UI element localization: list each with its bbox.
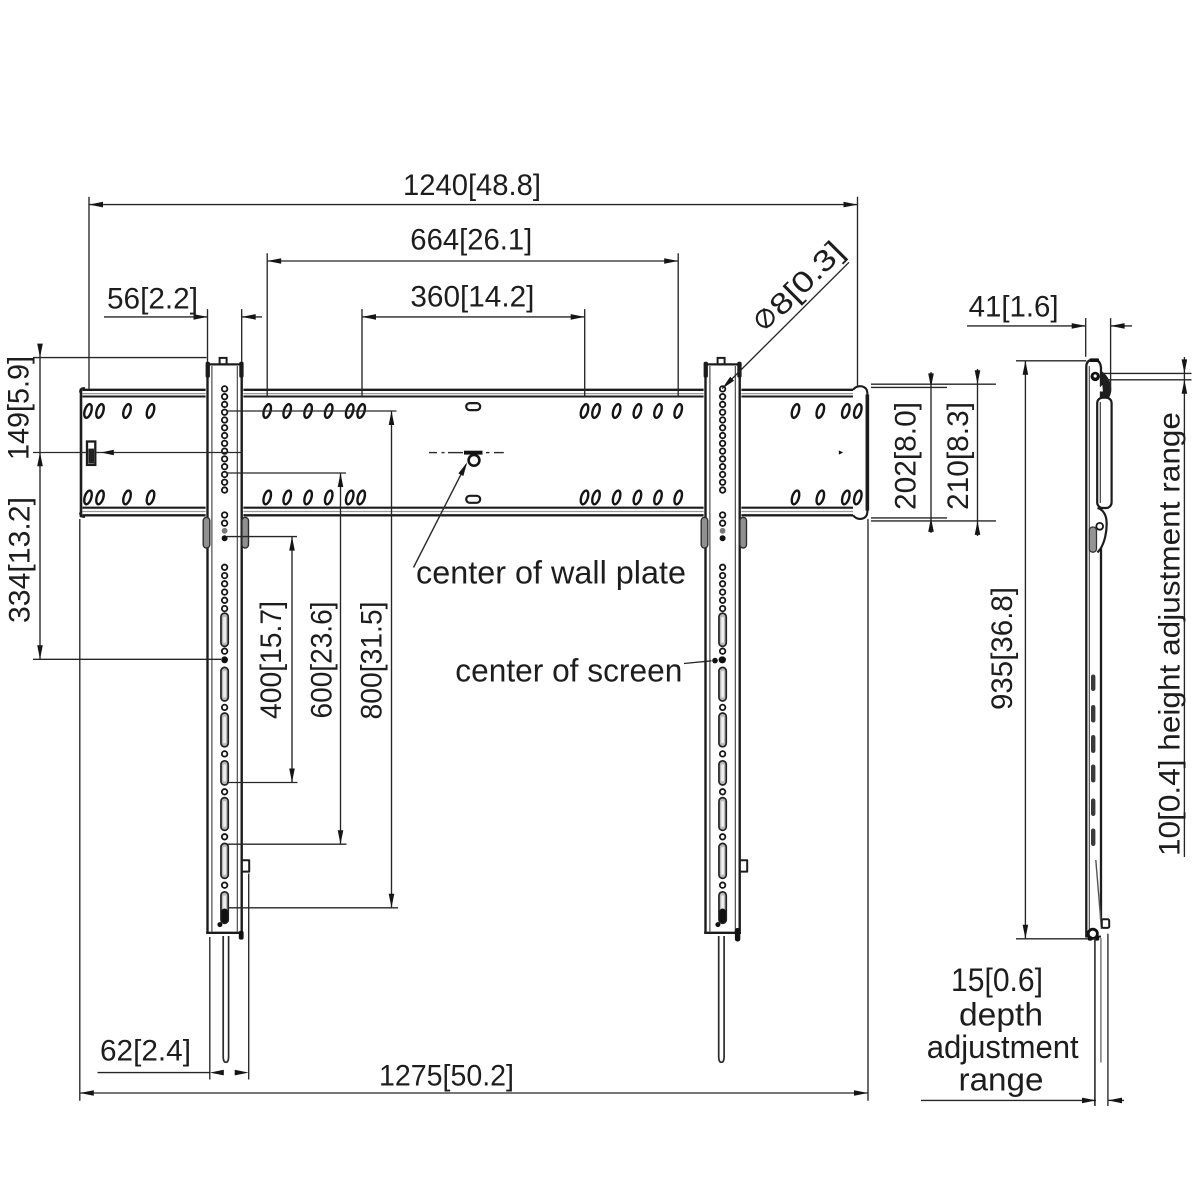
svg-text:depth: depth bbox=[959, 997, 1043, 1033]
svg-text:1240[48.8]: 1240[48.8] bbox=[403, 169, 541, 202]
svg-text:15[0.6]: 15[0.6] bbox=[951, 962, 1043, 998]
svg-text:360[14.2]: 360[14.2] bbox=[410, 280, 534, 313]
svg-text:1275[50.2]: 1275[50.2] bbox=[379, 1060, 514, 1093]
svg-text:range: range bbox=[959, 1062, 1044, 1098]
svg-text:center of wall plate: center of wall plate bbox=[416, 555, 686, 591]
svg-text:adjustment: adjustment bbox=[927, 1029, 1079, 1065]
svg-text:664[26.1]: 664[26.1] bbox=[410, 224, 532, 257]
svg-text:center of screen: center of screen bbox=[455, 653, 682, 689]
svg-text:334[13.2]: 334[13.2] bbox=[4, 497, 37, 623]
svg-text:10[0.4] height adjustment rang: 10[0.4] height adjustment range bbox=[1154, 412, 1187, 856]
svg-text:800[31.5]: 800[31.5] bbox=[356, 602, 389, 720]
svg-text:202[8.0]: 202[8.0] bbox=[890, 402, 923, 510]
svg-text:600[23.6]: 600[23.6] bbox=[306, 602, 339, 719]
svg-text:149[5.9]: 149[5.9] bbox=[2, 356, 35, 460]
svg-text:400[15.7]: 400[15.7] bbox=[255, 601, 288, 719]
svg-text:935[36.8]: 935[36.8] bbox=[986, 587, 1019, 710]
svg-text:210[8.3]: 210[8.3] bbox=[942, 402, 975, 510]
svg-text:56[2.2]: 56[2.2] bbox=[107, 283, 198, 316]
svg-text:62[2.4]: 62[2.4] bbox=[100, 1034, 191, 1067]
svg-text:41[1.6]: 41[1.6] bbox=[969, 291, 1059, 324]
